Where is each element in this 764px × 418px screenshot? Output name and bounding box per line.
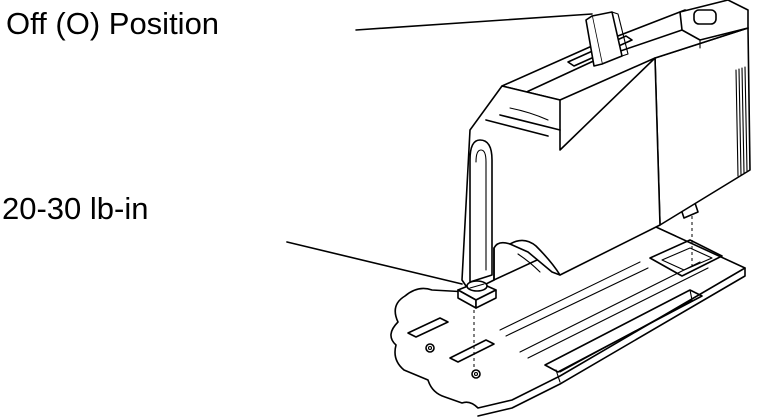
torque-spec-callout-label: 20-30 lb-in: [2, 191, 149, 226]
mounting-base: [390, 199, 746, 417]
leader-lines: [286, 13, 593, 285]
terminal-screw: [457, 280, 497, 309]
off-position-leader-line: [355, 13, 593, 31]
torque-leader-line: [286, 241, 463, 285]
breaker-body: [461, 0, 751, 293]
breaker-handle-off-position: [567, 11, 633, 67]
off-position-callout-label: Off (O) Position: [6, 6, 220, 41]
